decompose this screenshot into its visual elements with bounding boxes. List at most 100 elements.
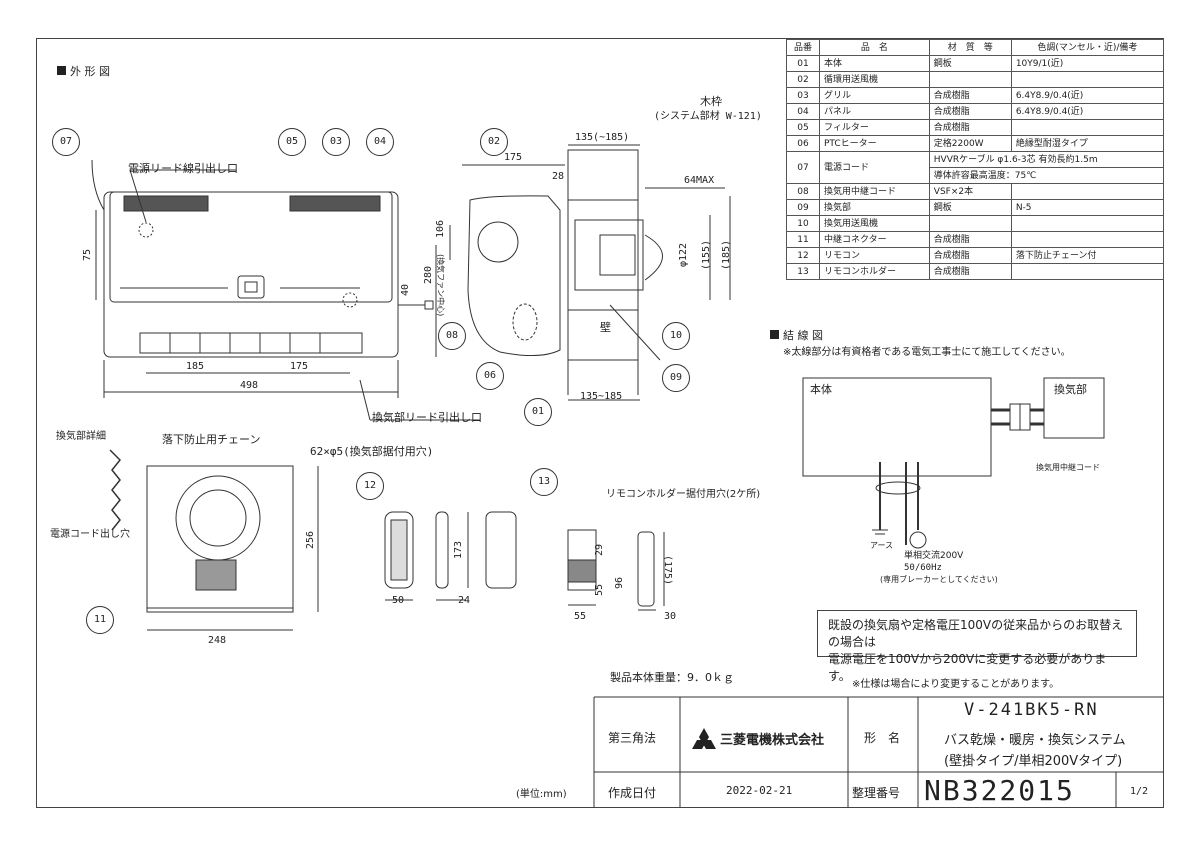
callout-05: 05 <box>278 128 306 156</box>
cell: 電源コード <box>819 151 930 184</box>
dim-185: 185 <box>186 361 205 372</box>
dim-106: 106 <box>435 219 447 239</box>
supply-label-1: 単相交流200V <box>904 551 964 561</box>
cord-exit-label: 電源コード出し穴 <box>50 529 130 540</box>
cell: 6.4Y8.9/0.4(近) <box>1010 87 1165 104</box>
dim-29: 29 <box>594 543 606 557</box>
dim-30: 30 <box>664 611 677 622</box>
dim-175-holder: (175) <box>662 554 674 586</box>
cell: 合成樹脂 <box>928 263 1012 280</box>
cell: 01 <box>786 55 820 72</box>
date-label: 作成日付 <box>608 786 657 800</box>
parts-table-header: 品番 品 名 材 質 等 色調(マンセル・近)/備考 <box>786 39 1165 56</box>
cell: HVVRケーブル φ1.6-3芯 有効長約1.5m <box>928 151 1165 168</box>
dim-135-185-top: 135(~185) <box>575 132 630 143</box>
dim-175-side: 175 <box>504 152 523 163</box>
ref-label: 整理番号 <box>852 786 901 800</box>
cell <box>1010 71 1165 88</box>
callout-13: 13 <box>530 468 558 496</box>
holder-holes-label: リモコンホルダー据付用穴(2ケ所) <box>606 489 761 500</box>
power-lead-label: 電源リード線引出し口 <box>128 162 238 175</box>
date-value: 2022-02-21 <box>726 784 793 797</box>
outline-heading: 外 形 図 <box>70 65 110 78</box>
mount-holes-label: 62×φ5(換気部据付用穴) <box>310 445 434 458</box>
cell: 12 <box>786 247 820 264</box>
cell: 合成樹脂 <box>928 119 1012 136</box>
wiring-vent-label: 換気部 <box>1054 383 1087 396</box>
dim-155: (155) <box>701 239 713 271</box>
notice-line-1: 既設の換気扇や定格電圧100Vの従来品からのお取替えの場合は <box>828 618 1124 649</box>
cell: 定格2200W <box>928 135 1012 152</box>
cell <box>928 215 1012 232</box>
dim-28: 28 <box>552 171 565 182</box>
cell: 鋼板 <box>928 199 1012 216</box>
fan-center-label: (換気ファン中心) <box>436 254 445 317</box>
dim-24: 24 <box>458 595 471 606</box>
cell: 絶縁型耐湿タイプ <box>1010 135 1165 152</box>
cell: 合成樹脂 <box>928 103 1012 120</box>
cell: 04 <box>786 103 820 120</box>
cell: 合成樹脂 <box>928 87 1012 104</box>
cell: 05 <box>786 119 820 136</box>
cell: 合成樹脂 <box>928 231 1012 248</box>
front-view <box>91 159 480 421</box>
wiring-note: ※太線部分は有資格者である電気工事士にて施工してください。 <box>783 347 1071 358</box>
drawing-frame <box>36 38 1164 808</box>
col-header: 材 質 等 <box>928 39 1012 56</box>
dim-173: 173 <box>453 540 465 560</box>
col-header: 品番 <box>786 39 820 56</box>
cell: リモコンホルダー <box>819 263 930 280</box>
ref-number: NB322015 <box>924 774 1075 807</box>
cell: 06 <box>786 135 820 152</box>
weight-label: 製品本体重量：9．0ｋｇ <box>610 671 734 684</box>
dim-50: 50 <box>392 595 405 606</box>
cell: 13 <box>786 263 820 280</box>
dim-75: 75 <box>82 248 94 262</box>
side-view <box>449 144 731 401</box>
wiring-diagram <box>802 377 1105 549</box>
callout-03: 03 <box>322 128 350 156</box>
callout-06: 06 <box>476 362 504 390</box>
cell <box>1010 231 1165 248</box>
cell: グリル <box>819 87 930 104</box>
model-number: V-241BK5-RN <box>964 700 1099 720</box>
dim-248: 248 <box>208 635 227 646</box>
cell: N-5 <box>1010 199 1165 216</box>
cell: 換気用送風機 <box>819 215 930 232</box>
cell: VSF×2本 <box>928 183 1012 200</box>
cell: 中継コネクター <box>819 231 930 248</box>
cell <box>1010 263 1165 280</box>
company-name: 三菱電機株式会社 <box>720 733 825 748</box>
cell: 循環用送風機 <box>819 71 930 88</box>
cell: 09 <box>786 199 820 216</box>
dim-phi122: φ122 <box>678 242 690 268</box>
wall-label: 壁 <box>600 321 611 334</box>
callout-12: 12 <box>356 472 384 500</box>
cell: 08 <box>786 183 820 200</box>
dim-40: 40 <box>400 283 412 297</box>
dim-135-185-bottom: 135~185 <box>580 391 623 402</box>
cell <box>928 71 1012 88</box>
dim-280: 280 <box>423 265 435 285</box>
page-number: 1/2 <box>1130 786 1149 797</box>
spec-note: ※仕様は場合により変更することがあります。 <box>852 679 1060 690</box>
callout-01: 01 <box>524 398 552 426</box>
supply-label-3: (専用ブレーカーとしてください) <box>880 575 998 584</box>
cell: フィルター <box>819 119 930 136</box>
cell: 10 <box>786 215 820 232</box>
col-header: 色調(マンセル・近)/備考 <box>1010 39 1165 56</box>
cell: 導体許容最高温度：75℃ <box>928 167 1165 184</box>
dim-175: 175 <box>290 361 309 372</box>
dim-256: 256 <box>305 530 317 550</box>
